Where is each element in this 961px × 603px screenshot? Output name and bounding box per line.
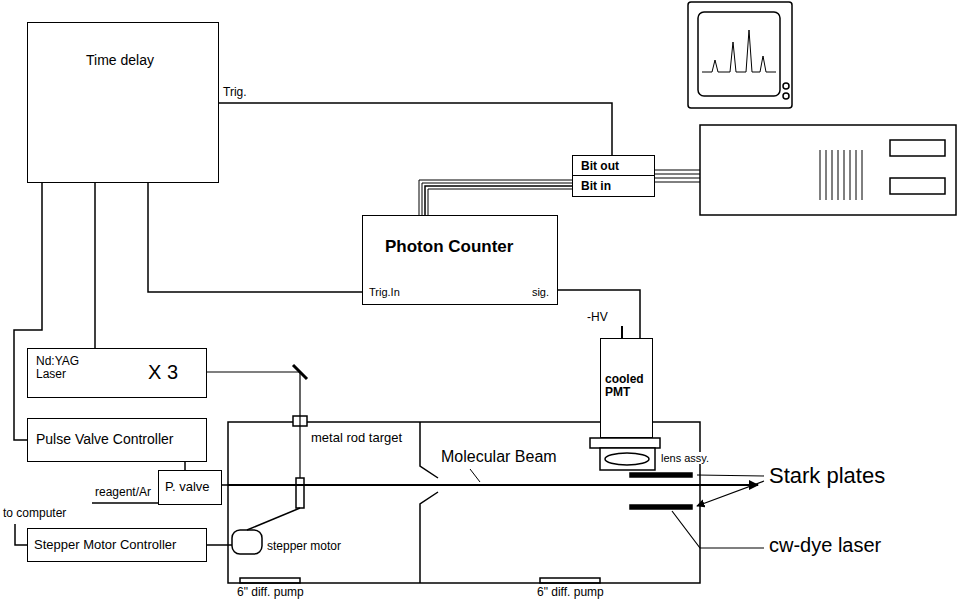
computer-cable — [15, 524, 27, 545]
motor-cable — [207, 544, 232, 546]
controller-box: Stepper Motor Controller — [27, 528, 207, 562]
lens — [605, 453, 649, 465]
nozzle — [222, 484, 228, 486]
data-cable — [419, 180, 572, 215]
controller-box: Pulse Valve Controller — [27, 418, 207, 462]
cable-label: to computer — [2, 507, 67, 520]
signal-wire — [148, 183, 362, 292]
box-title: Photon Counter — [385, 238, 513, 257]
bit-io-box: Bit outBit in — [572, 155, 655, 197]
laser-box: Nd:YAG Laser X 3 — [27, 348, 207, 398]
signal-wire — [184, 462, 186, 470]
data-cable — [655, 170, 700, 182]
computer-tower — [700, 125, 956, 215]
signal-wire — [219, 103, 612, 155]
delay-box: Time delay — [27, 22, 219, 183]
photon-counter-box: Photon CounterTrig.In sig. — [362, 215, 558, 305]
pump-label: 6" diff. pump — [536, 586, 605, 599]
pmt-tube: cooled PMT — [600, 338, 653, 438]
box-title: Stepper Motor Controller — [34, 538, 176, 552]
box-title: Bit out — [581, 160, 619, 173]
mirror — [293, 365, 307, 379]
vacuum-chamber — [228, 422, 700, 583]
part-label: lens assy. — [660, 452, 710, 464]
part-label: metal rod target — [310, 431, 403, 445]
box-title: Pulse Valve Controller — [36, 432, 173, 447]
part-label: cw-dye laser — [768, 534, 882, 556]
stark-plate — [630, 473, 692, 477]
signal-label: Trig. — [222, 86, 248, 99]
dye-laser-beam — [672, 511, 764, 548]
gas-line — [92, 502, 158, 504]
stark-plate — [630, 505, 692, 509]
laser-beam — [207, 372, 300, 483]
box-title: Nd:YAG Laser — [36, 355, 96, 381]
pump-port — [540, 578, 600, 583]
pulse-valve: P. valve — [158, 470, 222, 505]
pointer-arrow — [697, 475, 764, 506]
part-label: Stark plates — [768, 464, 886, 488]
signal-wire — [558, 290, 640, 338]
computer-monitor — [688, 2, 792, 108]
divider — [573, 175, 654, 176]
molecular-beam — [228, 484, 758, 486]
signal-wire — [14, 183, 42, 440]
skimmer — [420, 422, 438, 583]
pmt-flange — [590, 438, 660, 448]
box-title: Time delay — [86, 53, 154, 68]
lens-assembly — [600, 448, 655, 470]
box-title: cooled PMT — [605, 373, 649, 399]
beam-label: Molecular Beam — [440, 448, 558, 466]
metal-rod-target — [296, 478, 304, 508]
gas-label: reagent/Ar — [94, 486, 152, 499]
box-text: X 3 — [148, 361, 178, 383]
hv-connector — [621, 326, 623, 338]
voltage-label: -HV — [586, 311, 609, 324]
box-text: Bit in — [581, 180, 611, 193]
part-label: stepper motor — [266, 540, 342, 553]
leader-line — [470, 469, 480, 482]
signal-wire — [94, 183, 96, 348]
pump-port — [240, 578, 300, 583]
box-text: sig. — [532, 286, 549, 298]
signal-wire — [425, 186, 572, 215]
box-title: P. valve — [165, 480, 210, 494]
box-text: Trig.In — [369, 286, 400, 298]
pump-label: 6" diff. pump — [236, 586, 305, 599]
